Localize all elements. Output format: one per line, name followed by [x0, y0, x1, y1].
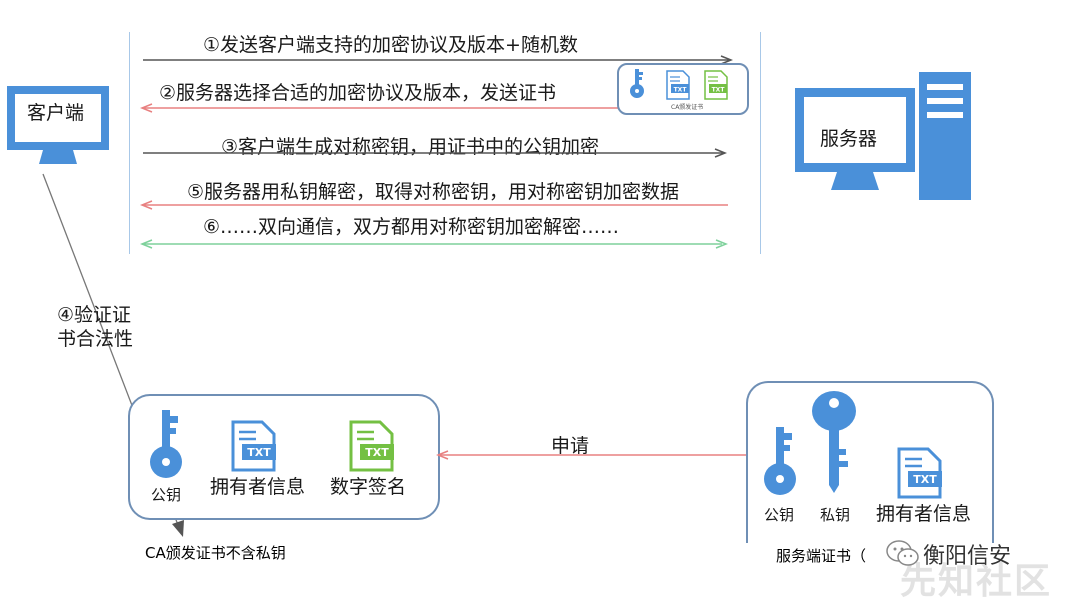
- verify-label-line2: 书合法性: [57, 328, 134, 350]
- ca-certificate-caption: CA颁发证书不含私钥: [145, 544, 286, 562]
- wechat-icon: [886, 540, 920, 568]
- small-txt-doc-icon: TXT: [665, 70, 691, 100]
- server-computer-icon: [793, 72, 973, 202]
- server-private-key-label: 私钥: [820, 506, 851, 524]
- ca-public-key-icon: [148, 410, 184, 480]
- ca-owner-info-doc-icon: TXT: [230, 420, 278, 472]
- server-label: 服务器: [820, 128, 878, 150]
- apply-label: 申请: [551, 435, 590, 457]
- apply-arrow: [436, 449, 748, 461]
- step-1-label: ①发送客户端支持的加密协议及版本+随机数: [203, 34, 578, 56]
- ca-owner-info-label: 拥有者信息: [210, 476, 306, 498]
- svg-text:TXT: TXT: [365, 446, 389, 459]
- server-certificate-box: 公钥 私钥 TXT 拥有者信息: [746, 381, 994, 543]
- small-certificate-box: TXT TXT CA颁发证书: [617, 63, 749, 115]
- server-owner-info-doc-icon: TXT: [896, 447, 944, 499]
- right-divider-line: [760, 32, 761, 254]
- server-owner-info-label: 拥有者信息: [876, 503, 972, 525]
- verify-label-line1: ④验证证: [57, 304, 132, 326]
- server-certificate-caption: 服务端证书（: [776, 547, 867, 565]
- watermark-text: 衡阳信安: [923, 544, 1012, 569]
- step-6-label: ⑥……双向通信，双方都用对称密钥加密解密……: [203, 216, 620, 238]
- watermark-background-text: 先知社区: [900, 561, 1053, 602]
- svg-text:TXT: TXT: [712, 87, 726, 94]
- step-5-label: ⑤服务器用私钥解密，取得对称密钥，用对称密钥加密数据: [187, 181, 680, 203]
- server-public-key-label: 公钥: [764, 506, 795, 524]
- step-6-bidirectional-arrow: [140, 238, 728, 250]
- ca-signature-label: 数字签名: [330, 476, 407, 498]
- small-signature-doc-icon: TXT: [703, 70, 729, 100]
- small-cert-caption: CA颁发证书: [671, 104, 704, 111]
- server-public-key-icon: [762, 427, 798, 497]
- svg-text:TXT: TXT: [913, 473, 937, 486]
- small-key-icon: [629, 69, 645, 99]
- ca-signature-doc-icon: TXT: [348, 420, 396, 472]
- ca-public-key-label: 公钥: [151, 486, 182, 504]
- client-label: 客户端: [27, 102, 85, 124]
- svg-text:TXT: TXT: [247, 446, 271, 459]
- step-3-arrow: [143, 147, 729, 159]
- client-monitor-icon: [5, 84, 111, 174]
- step-2-label: ②服务器选择合适的加密协议及版本，发送证书: [159, 82, 557, 104]
- svg-text:TXT: TXT: [674, 87, 688, 94]
- ca-certificate-box: 公钥 TXT 拥有者信息 TXT 数字签名: [128, 394, 440, 520]
- step-1-arrow: [143, 54, 735, 66]
- server-private-key-icon: [810, 389, 858, 499]
- step-5-arrow: [140, 199, 728, 211]
- left-divider-line: [129, 32, 130, 254]
